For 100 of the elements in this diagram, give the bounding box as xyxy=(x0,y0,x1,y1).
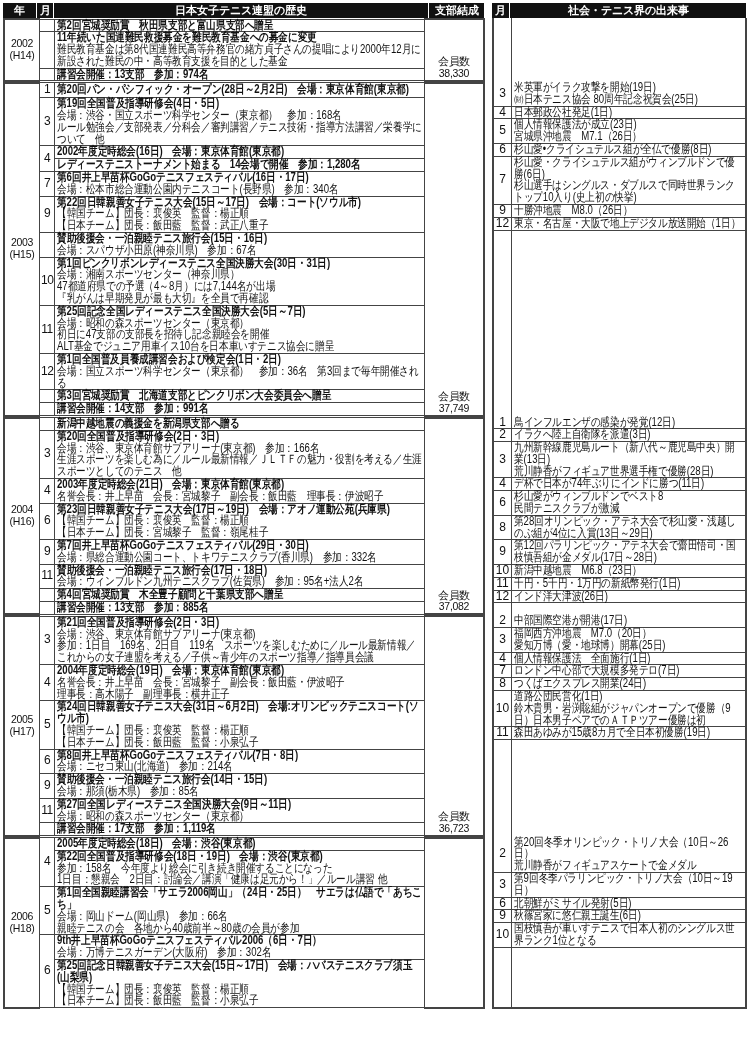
event-text: 参加：1日目 169名、2日目 119名 スポーツを楽しむために／ルール最新情報／これからの女子連盟を考える／子供～青少年のスポーツ指導／指導員会議 xyxy=(57,640,417,664)
event-text: ALT基金でジュニア用車イス10台を日本車いすテニス協会に贈呈 xyxy=(57,341,336,353)
event-text: 会場：国立スポーツ科学センター（東京都） 参加：36名 第3回まで毎年開催される xyxy=(57,365,420,390)
column-header: 日本女子テニス連盟の歴史 xyxy=(54,3,429,18)
event-text: 会場：県総合運動公園コート、トキワテニスクラブ(香川県) 参加：332名 xyxy=(57,551,378,564)
event-text: 会場：昭和の森スポーツセンター（東京都） xyxy=(57,810,249,823)
event-text: 難民教育基金は第8代国連難民高等弁務官の緒方貞子さんの提唱により2000年12月に新設された難民の中・高等教育支援を目的とした基金 xyxy=(57,44,422,68)
month-number: 7 xyxy=(499,665,506,678)
event-text: 【日本チーム】団長：飯田藍 監督：小泉弘子 xyxy=(57,995,260,1008)
month-number: 8 xyxy=(499,678,506,691)
month-number: 3 xyxy=(499,633,506,646)
event-text: 十勝沖地震 M8.0（26日） xyxy=(514,204,633,217)
event-text: 杉山選手はシングルス・ダブルスで同時世界ランクトップ10入り(史上初の快挙) xyxy=(514,180,736,204)
event-text: 【韓国チーム】団長：裵俊英 監督：楊正順 xyxy=(57,724,249,737)
month-number: 4 xyxy=(43,674,51,689)
month-number: 9 xyxy=(43,778,51,792)
event-text: 第21回全国普及指導研修会(2日・3日) xyxy=(57,616,221,629)
month-number: 10 xyxy=(495,929,510,941)
event-text: 北朝鮮がミサイル発射(5日) xyxy=(514,897,632,910)
month-number: 4 xyxy=(43,150,51,165)
event-text: 講習会開催：14支部 参加：991名 xyxy=(57,403,210,415)
member-count-value: 38,330 xyxy=(437,68,471,80)
month-number: 2 xyxy=(499,848,506,861)
event-text: 道路公団民営化(1日) xyxy=(514,691,603,703)
event-text: 新潟中越地震 M6.8（23日） xyxy=(514,565,643,577)
event-text: 第1回全国親睦講習会「サエラ2006岡山」（24日・25日） サエラは仏語で「あちこち」 xyxy=(57,887,422,911)
month-number: 10 xyxy=(495,565,510,577)
event-text: 第7回井上早苗杯GoGoテニスフェスティバル(29日・30日) xyxy=(57,539,309,552)
event-text: 講習会開催：17支部 参加：1,119名 xyxy=(57,823,216,836)
month-number: 3 xyxy=(499,87,506,100)
month-number: 4 xyxy=(43,482,51,497)
event-text: 2003年度定時総会(21日) 会場：東京体育館(東京都) xyxy=(57,479,285,491)
month-number: 5 xyxy=(43,717,51,731)
event-text: 会場：スパウザ小田原(神奈川県) 参加：67名 xyxy=(57,244,257,257)
event-text: 会場：ニセコ東山(北海道) 参加：214名 xyxy=(57,761,233,774)
month-number: 7 xyxy=(499,174,506,187)
year-label: 2004 xyxy=(9,504,35,516)
month-number: 6 xyxy=(43,753,51,768)
event-text: 2004年度定時総会(19日) 会場：東京体育館(東京都) xyxy=(57,664,285,677)
month-number: 4 xyxy=(499,478,506,491)
event-text: ロンドン中心部で大規模多発テロ(7日) xyxy=(514,665,681,678)
event-text: 鳥インフルエンザの感染が発覚(12日) xyxy=(514,416,677,429)
event-text: 個人情報保護法 全面施行(1日) xyxy=(514,652,651,665)
event-text: 日本郵政公社発足(1日) xyxy=(514,106,613,119)
month-number: 11 xyxy=(496,727,509,740)
event-text: 愛知万博（愛・地球博）開幕(25日) xyxy=(514,639,667,652)
month-number: 9 xyxy=(43,206,51,221)
event-text: 荒川静香がフィギュア世界選手権で優勝(28日) xyxy=(514,465,715,478)
event-text: 会場：那須(栃木県) 参加：85名 xyxy=(57,785,199,798)
month-number: 5 xyxy=(499,125,506,138)
event-text: 中部国際空港が開港(17日) xyxy=(514,615,629,628)
event-text: 賛助後援会・一泊親睦テニス旅行会(15日・16日) xyxy=(57,233,269,245)
member-count-value: 37,082 xyxy=(437,601,471,614)
event-text: 森田あゆみが15歳8カ月で全日本初優勝(19日) xyxy=(514,727,712,740)
month-number: 2 xyxy=(499,615,506,628)
month-number: 6 xyxy=(499,497,506,509)
era-year-label: (H17) xyxy=(8,725,36,738)
event-text: 会場：万博テニスガーデン(大阪府) 参加：302名 xyxy=(57,947,272,960)
event-text: 荒川静香がフィギュアスケートで金メダル xyxy=(514,860,698,872)
event-text: 秋篠宮家に悠仁親王誕生(6日) xyxy=(514,910,641,923)
event-text: つくばエクスプレス開業(24日) xyxy=(514,678,648,691)
month-number: 9 xyxy=(499,910,506,923)
event-text: 会場：ウィンブルドン九州テニスクラブ(佐賀県) 参加：95名+法人2名 xyxy=(57,576,365,589)
year-label: 2005 xyxy=(9,714,35,726)
event-text: 会場：松本市総合運動公園内テニスコート(長野県) 参加：340名 xyxy=(57,183,340,196)
month-number: 6 xyxy=(499,897,506,910)
column-header: 支部結成 xyxy=(429,3,485,18)
era-year-label: (H16) xyxy=(8,515,36,528)
month-number: 12 xyxy=(495,590,510,603)
event-text: 講習会開催：13支部 参加：885名 xyxy=(57,601,209,614)
event-text: デ杯で日本が74年ぶりにインドに勝つ(11日) xyxy=(514,478,705,491)
year-label: 2006 xyxy=(9,910,35,923)
event-text: 第9回冬季パラリンピック・トリノ大会（10日～19日） xyxy=(514,873,734,897)
event-text: 【日本チーム】団長：宮城黎子 監督：嶺尾桂子 xyxy=(57,527,269,539)
month-number: 4 xyxy=(499,106,506,119)
event-text: 親睦テニスの会 各地から40歳前半～80歳の会員が参加 xyxy=(57,922,301,935)
member-count-value: 36,723 xyxy=(437,822,471,835)
event-text: 第1回全国普及員養成講習会および検定会(1日・2日) xyxy=(57,354,282,366)
event-text: 会場：渋谷、東京体育館サブアリーナ(東京都) 参加：166名 xyxy=(57,442,320,455)
column-header: 月 xyxy=(37,3,54,18)
month-number: 11 xyxy=(41,568,53,583)
month-number: 9 xyxy=(499,204,506,217)
event-text: 会場：岡山ドーム(岡山県) 参加：66名 xyxy=(57,910,229,923)
month-number: 3 xyxy=(43,632,51,647)
event-text: 九州新幹線鹿児島ルート（新八代～鹿児島中央）開業(13日) xyxy=(514,442,736,466)
event-text: 東京・名古屋・大阪で地上デジタル放送開始（1日） xyxy=(514,217,742,230)
member-count-value: 37,749 xyxy=(437,402,471,415)
month-number: 11 xyxy=(496,577,509,590)
event-text: 第20回パン・パシフィック・オープン(28日～2月2日) 会場：東京体育館(東京都) xyxy=(57,84,410,97)
month-number: 4 xyxy=(43,854,51,869)
month-number: 3 xyxy=(499,453,506,466)
event-text: 『乳がんは早期発見が最も大切』を全員で再確認 xyxy=(57,293,269,305)
event-text: 国枝慎吾が車いすテニスで日本人初のシングルス世界ランク1位となる xyxy=(514,923,736,947)
month-number: 3 xyxy=(43,446,51,461)
event-text: 賛助後援会・一泊親睦テニス旅行会(14日・15日) xyxy=(57,774,269,786)
member-count-label: 会員数 xyxy=(436,56,472,69)
year-label: 2003 xyxy=(9,237,35,250)
event-text: 第27回全国レディーステニス全国決勝大会(9日～11日) xyxy=(57,798,293,811)
event-text: 第25回記念全国レディーステニス全国決勝大会(5日～7日) xyxy=(57,305,307,318)
event-text: 宮城県沖地震 M7.1（26日） xyxy=(514,131,643,143)
